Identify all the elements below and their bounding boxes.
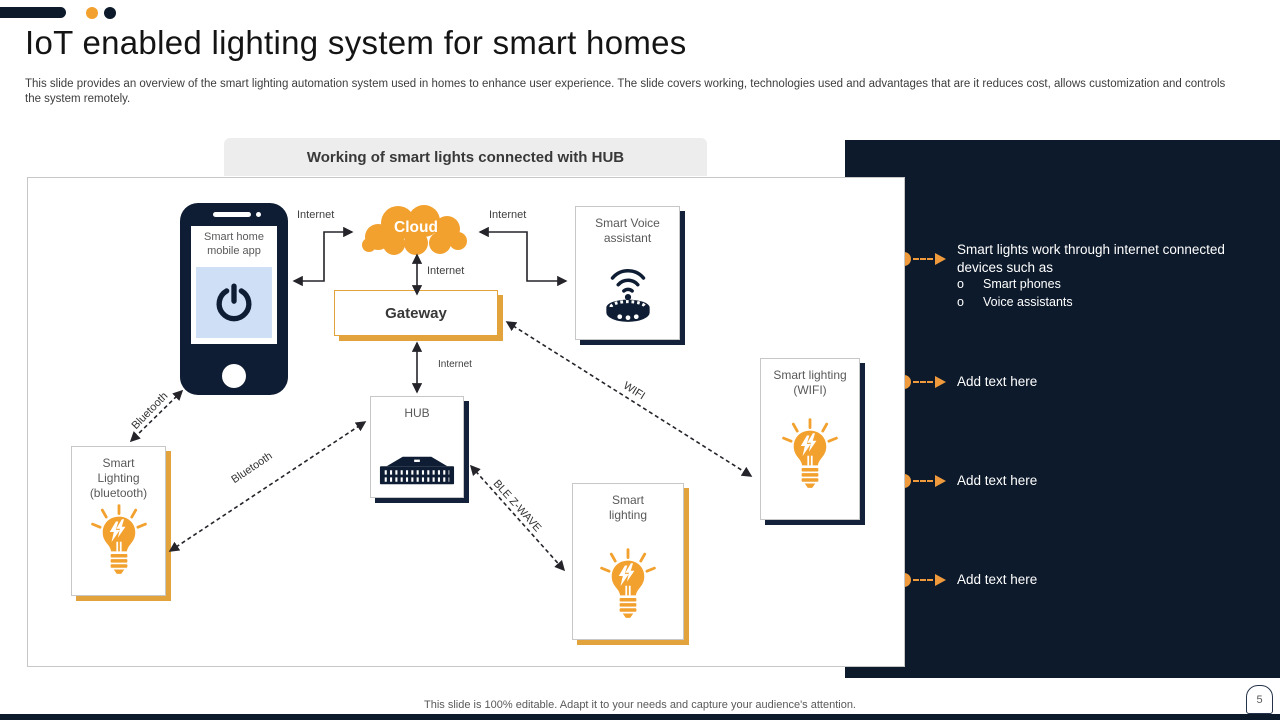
node-light-bluetooth[interactable]: Smart Lighting (bluetooth) <box>71 446 166 596</box>
panel-item-placeholder[interactable]: Add text here <box>957 374 1038 389</box>
panel-item-text[interactable]: Smart lights work through internet conne… <box>957 242 1225 275</box>
panel-sub-text: Smart phones <box>983 277 1061 291</box>
bulb-icon <box>87 503 151 591</box>
phone-app-label: Smart home mobile app <box>204 231 264 257</box>
light-wifi-label: Smart lighting (WIFI) <box>773 368 847 397</box>
bulb-icon <box>596 547 660 635</box>
page-subtitle: This slide provides an overview of the s… <box>25 78 1226 106</box>
right-dark-panel <box>845 140 1280 678</box>
page-number: 5 <box>1256 693 1263 706</box>
power-icon <box>212 281 256 325</box>
panel-bullet-dash <box>913 381 933 383</box>
phone-speaker <box>213 212 251 217</box>
panel-bullet-dot <box>903 573 911 587</box>
hub-device-icon <box>376 452 458 490</box>
cloud-label: Cloud <box>394 219 438 236</box>
panel-sub-item: o Voice assistants <box>957 295 1073 309</box>
panel-sub-item: o Smart phones <box>957 277 1073 291</box>
hub-label: HUB <box>404 406 430 420</box>
node-light-plain[interactable]: Smart lighting <box>572 483 684 640</box>
phone-app-tile <box>196 267 272 338</box>
diagram-header: Working of smart lights connected with H… <box>224 138 707 176</box>
panel-bullet-dot <box>903 474 911 488</box>
logo-dot-navy <box>104 7 116 19</box>
node-gateway[interactable]: Gateway <box>334 290 498 336</box>
panel-bullet-arrow-icon <box>935 376 946 388</box>
bulb-icon <box>778 417 842 505</box>
light-plain-label: Smart lighting <box>608 493 648 522</box>
node-light-wifi[interactable]: Smart lighting (WIFI) <box>760 358 860 520</box>
phone-screen: Smart home mobile app <box>191 226 277 344</box>
panel-sub-text: Voice assistants <box>983 295 1073 309</box>
panel-sub-list: o Smart phones o Voice assistants <box>957 277 1073 313</box>
page-number-badge: 5 <box>1246 685 1273 714</box>
panel-bullet-dash <box>913 480 933 482</box>
smart-speaker-icon <box>595 257 661 331</box>
node-voice-assistant[interactable]: Smart Voice assistant <box>575 206 680 340</box>
edge-label-internet-right: Internet <box>489 209 527 221</box>
edge-label-internet-left: Internet <box>297 209 335 221</box>
node-hub[interactable]: HUB <box>370 396 464 498</box>
phone-camera-dot <box>256 212 261 217</box>
logo-bar <box>0 7 66 18</box>
panel-bullet-dash <box>913 258 933 260</box>
panel-bullet-dot <box>903 252 911 266</box>
light-bluetooth-label: Smart Lighting (bluetooth) <box>89 456 148 500</box>
panel-bullet-arrow-icon <box>935 253 946 265</box>
panel-bullet-dot <box>903 375 911 389</box>
voice-assistant-label: Smart Voice assistant <box>595 216 660 245</box>
edge-label-internet-cloud-gateway: Internet <box>427 265 465 277</box>
sub-bullet-char: o <box>957 277 964 291</box>
bottom-accent-strip <box>0 714 1280 720</box>
phone-home-button <box>222 364 246 388</box>
node-smart-home-phone[interactable]: Smart home mobile app <box>180 203 288 395</box>
panel-bullet-dash <box>913 579 933 581</box>
edge-label-internet-gateway-hub: Internet <box>438 359 472 370</box>
panel-bullet-arrow-icon <box>935 574 946 586</box>
panel-bullet-arrow-icon <box>935 475 946 487</box>
panel-item-placeholder[interactable]: Add text here <box>957 473 1038 488</box>
panel-item-placeholder[interactable]: Add text here <box>957 572 1038 587</box>
sub-bullet-char: o <box>957 295 964 309</box>
logo-dot-orange <box>86 7 98 19</box>
page-title: IoT enabled lighting system for smart ho… <box>25 24 687 61</box>
footer-note: This slide is 100% editable. Adapt it to… <box>424 699 856 711</box>
